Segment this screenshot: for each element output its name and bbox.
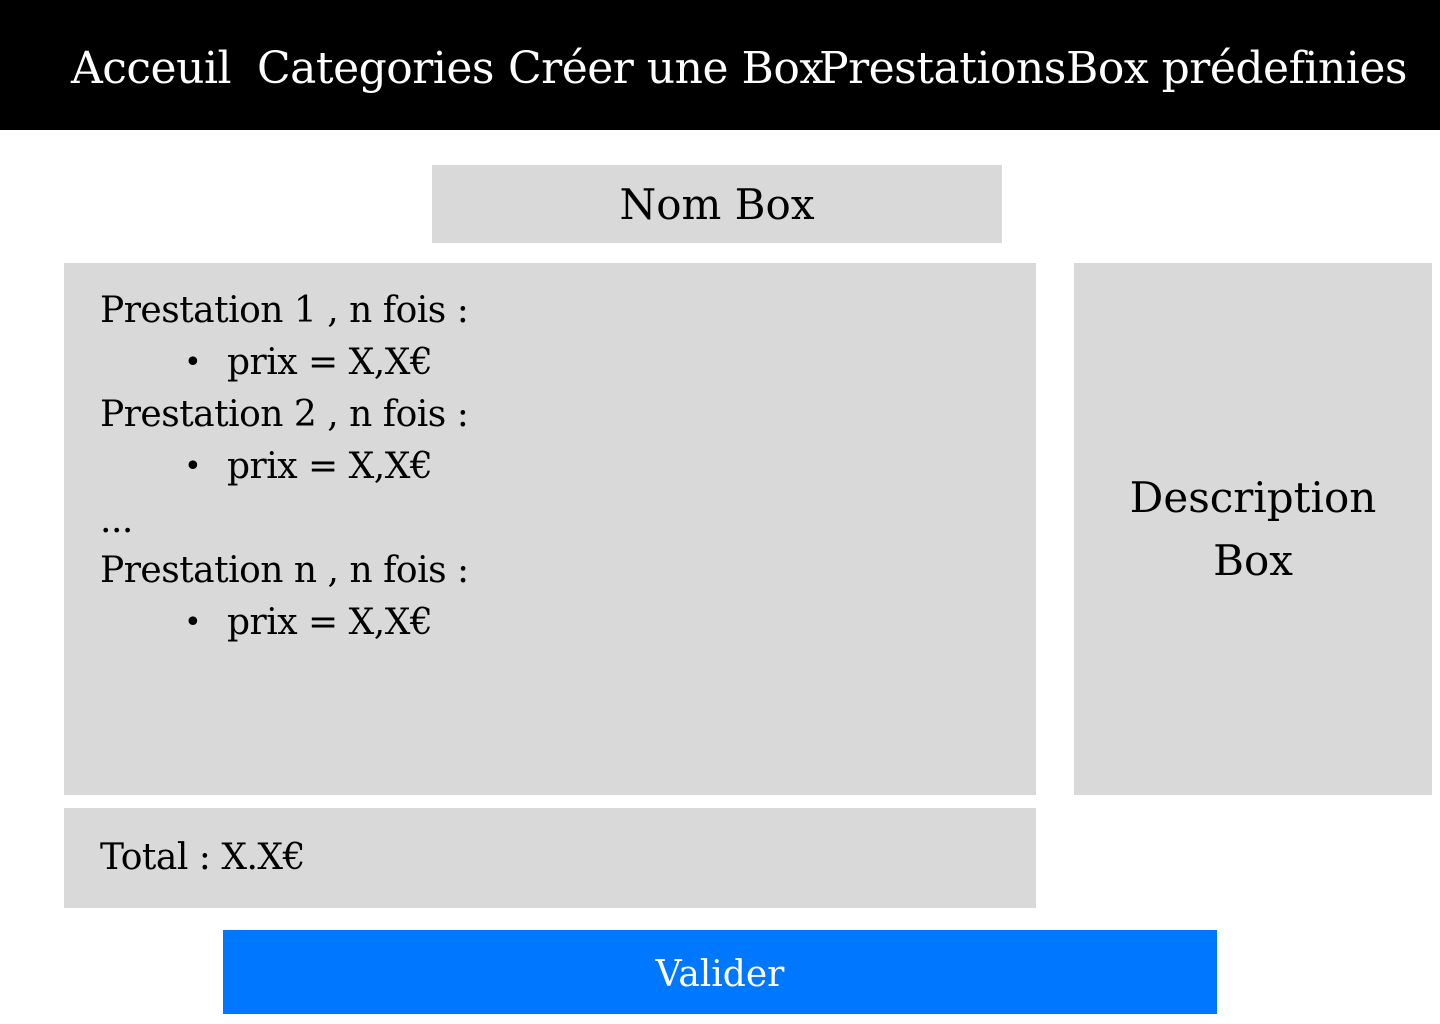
prestation-price: prix = X,X€	[227, 446, 433, 487]
prestations-list: Prestation 1 , n fois : • prix = X,X€ Pr…	[100, 285, 469, 649]
validate-button[interactable]: Valider	[223, 930, 1217, 1014]
bullet-icon: •	[184, 345, 202, 380]
nav-item-prestations[interactable]: Prestations	[819, 43, 1066, 94]
nav-item-categories[interactable]: Categories	[257, 43, 495, 94]
prestation-label: Prestation n , n fois :	[100, 550, 469, 591]
prestation-price: prix = X,X€	[227, 342, 433, 383]
nav-item-accueil[interactable]: Acceuil	[71, 43, 232, 94]
prestations-panel: Prestation 1 , n fois : • prix = X,X€ Pr…	[64, 263, 1036, 795]
prestation-price-item: • prix = X,X€	[100, 337, 469, 389]
bullet-icon: •	[184, 605, 202, 640]
total-text: Total : X.X€	[100, 837, 305, 878]
prestation-label: Prestation 2 , n fois :	[100, 394, 469, 435]
box-name-field[interactable]: Nom Box	[432, 165, 1002, 243]
prestation-price-item: • prix = X,X€	[100, 597, 469, 649]
nav-item-creer-box[interactable]: Créer une Box	[508, 43, 824, 94]
prestation-price-item: • prix = X,X€	[100, 441, 469, 493]
bullet-icon: •	[184, 449, 202, 484]
prestation-label: Prestation 1 , n fois :	[100, 290, 469, 331]
top-navigation-bar: Acceuil Categories Créer une Box Prestat…	[0, 0, 1440, 130]
box-description-text: Description Box	[1129, 473, 1377, 585]
total-panel: Total : X.X€	[64, 808, 1036, 908]
prestations-ellipsis: ...	[100, 500, 133, 541]
box-description-panel: Description Box	[1074, 263, 1432, 795]
nav-item-box-predefinies[interactable]: Box prédefinies	[1066, 43, 1407, 94]
prestation-price: prix = X,X€	[227, 602, 433, 643]
